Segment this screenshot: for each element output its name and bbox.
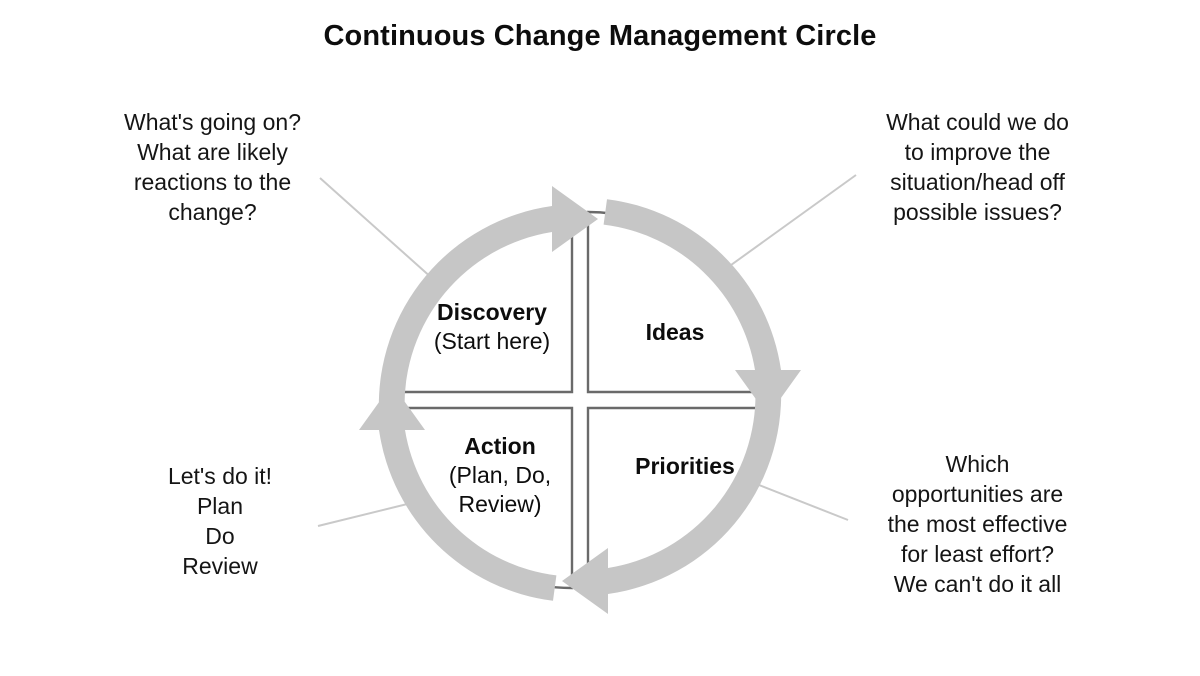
arrow-ideas-to-priorities — [603, 199, 801, 416]
quadrant-subtitle-discovery: (Start here) — [433, 327, 551, 354]
quadrant-title-priorities: Priorities — [635, 453, 735, 479]
callout-ideas: What could we do to improve the situatio… — [886, 109, 1069, 225]
arrow-discovery-to-ideas — [378, 186, 598, 413]
quadrant-subtitle-action: (Plan, Do, Review) — [448, 461, 552, 517]
quadrant-label-action: Action (Plan, Do, Review) — [400, 432, 600, 518]
arrow-priorities-to-action — [562, 387, 782, 614]
quadrant-label-discovery: Discovery (Start here) — [392, 298, 592, 356]
cycle-arrows — [359, 186, 801, 614]
quadrant-title-action: Action — [464, 433, 536, 459]
page-title: Continuous Change Management Circle — [323, 20, 877, 52]
quadrant-label-priorities: Priorities — [600, 452, 770, 481]
callout-priorities: Which opportunities are the most effecti… — [887, 451, 1068, 597]
callout-discovery: What's going on? What are likely reactio… — [123, 109, 301, 225]
quadrant-title-discovery: Discovery — [437, 299, 547, 325]
arrow-action-to-discovery — [359, 384, 557, 601]
callout-action: Let's do it! Plan Do Review — [167, 463, 273, 579]
quadrant-title-ideas: Ideas — [645, 319, 705, 345]
quadrant-label-ideas: Ideas — [600, 318, 750, 347]
